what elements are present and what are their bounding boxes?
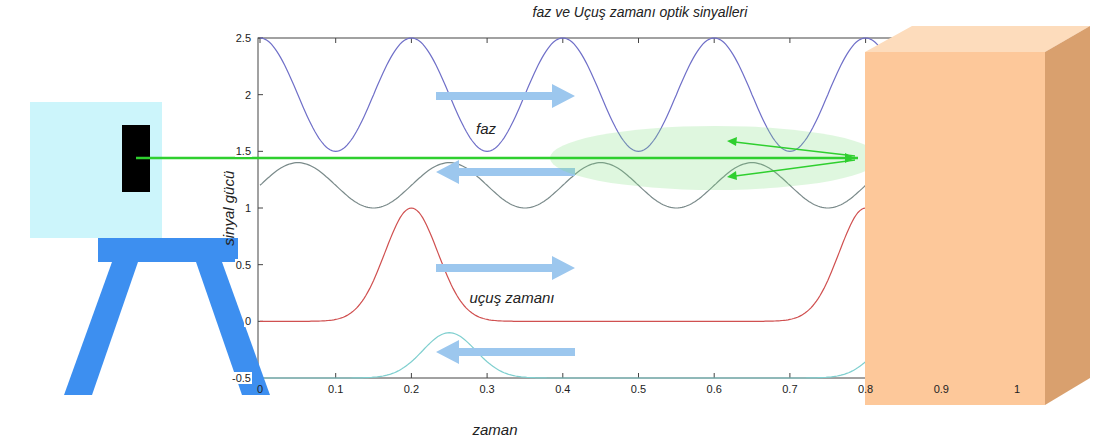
y-tick-label: 2.5 <box>235 32 252 44</box>
y-tick-label: 1.5 <box>235 145 252 157</box>
x-tick-label: 0.8 <box>858 383 873 395</box>
box-front <box>865 52 1045 405</box>
y-tick-label: 0.5 <box>235 259 252 271</box>
y-tick-label: 0 <box>244 315 252 327</box>
series-label: faz <box>476 121 496 138</box>
x-tick <box>789 373 790 378</box>
x-tick-label: 1 <box>1014 383 1020 395</box>
x-tick <box>335 373 336 378</box>
x-tick <box>865 38 866 43</box>
x-tick-label: 0.3 <box>479 383 494 395</box>
x-tick-label: 0.9 <box>934 383 949 395</box>
y-tick-label: -0.5 <box>231 372 252 384</box>
x-tick <box>260 38 261 43</box>
box-side <box>1045 26 1090 405</box>
x-tick-label: 0.2 <box>404 383 419 395</box>
reflection-head <box>727 171 737 180</box>
y-tick <box>258 264 263 265</box>
tripod-head <box>98 238 238 262</box>
x-tick-label: 0 <box>257 383 263 395</box>
y-tick <box>258 208 263 209</box>
x-tick <box>789 38 790 43</box>
series-label: uçuş zamanı <box>469 290 554 307</box>
x-tick <box>487 373 488 378</box>
x-tick-label: 0.5 <box>631 383 646 395</box>
x-tick <box>638 373 639 378</box>
x-tick-label: 0.1 <box>328 383 343 395</box>
x-tick <box>487 38 488 43</box>
axis-title: sinyal gücü <box>222 170 239 245</box>
reflection <box>735 142 855 156</box>
y-tick-label: 2 <box>244 89 252 101</box>
x-tick-label: 0.6 <box>707 383 722 395</box>
x-tick-label: 0.7 <box>782 383 797 395</box>
x-tick <box>562 38 563 43</box>
tripod-leg <box>64 262 138 395</box>
x-tick <box>714 38 715 43</box>
y-tick <box>258 94 263 95</box>
x-tick <box>714 373 715 378</box>
arrow-right <box>436 256 575 280</box>
tripod-leg <box>196 262 270 395</box>
axis-title: zaman <box>472 422 517 439</box>
x-tick-label: 0.4 <box>555 383 570 395</box>
reflection-head <box>727 137 737 146</box>
x-tick <box>638 38 639 43</box>
arrow-left <box>436 340 575 364</box>
direction-arrows <box>436 84 575 364</box>
x-tick <box>562 373 563 378</box>
reflection <box>735 160 855 176</box>
x-tick <box>411 38 412 43</box>
arrow-right <box>436 84 575 108</box>
instrument-body <box>30 102 162 238</box>
chart-title: faz ve Uçuş zamanı optik sinyalleri <box>533 5 748 20</box>
x-tick <box>411 373 412 378</box>
y-tick <box>258 151 263 152</box>
x-tick <box>335 38 336 43</box>
y-tick-label: 1 <box>244 202 252 214</box>
